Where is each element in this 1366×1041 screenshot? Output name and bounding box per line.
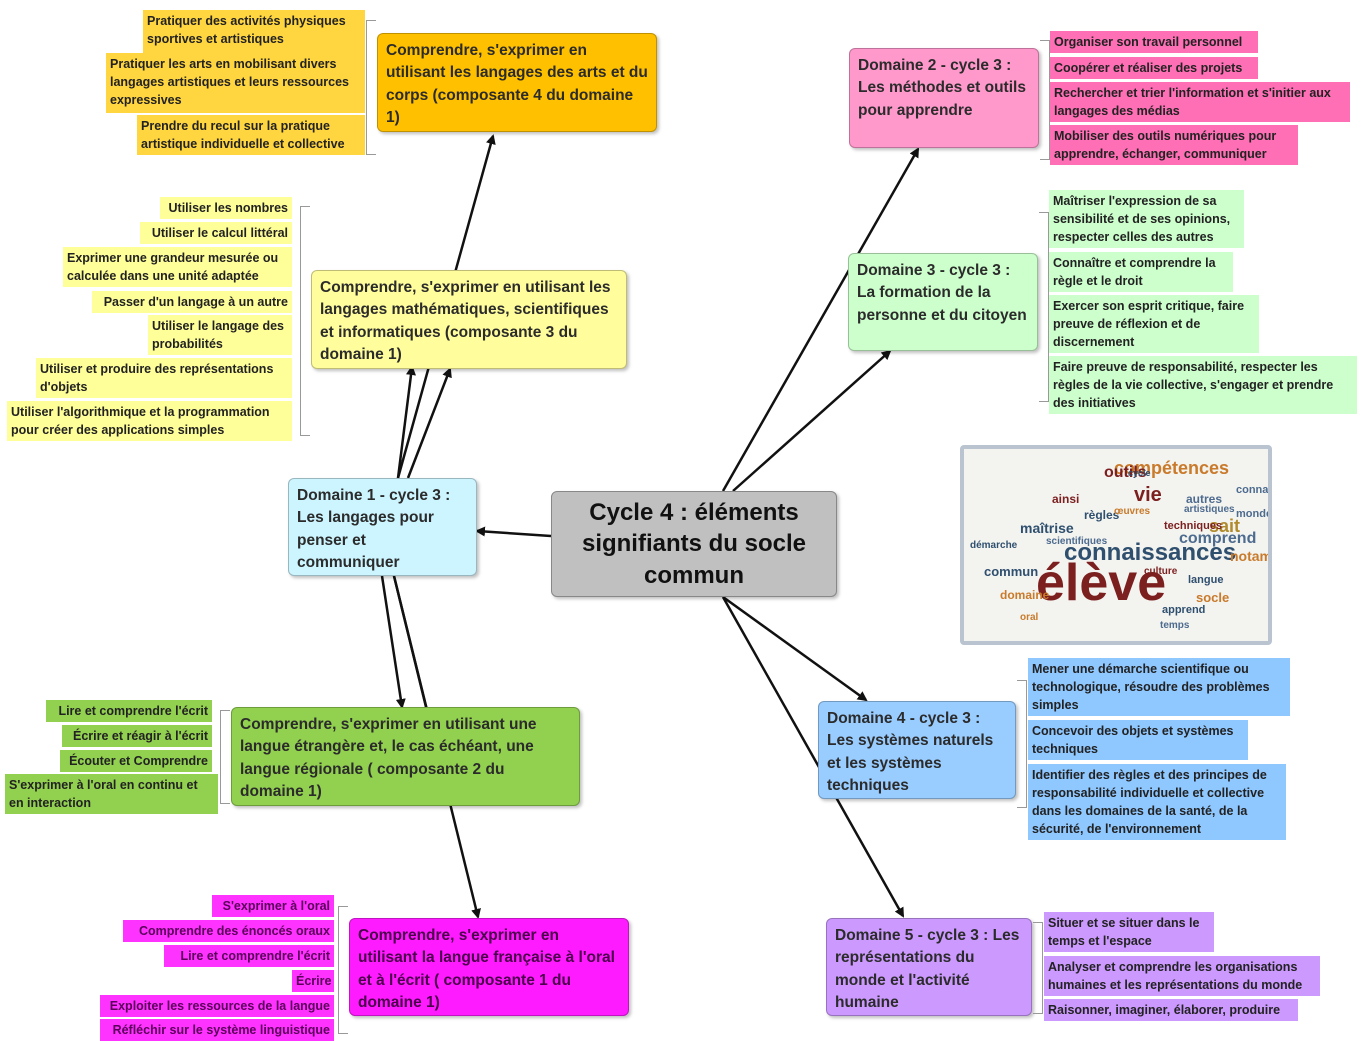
comp2-node[interactable]: Comprendre, s'exprimer en utilisant une … bbox=[231, 707, 580, 806]
comp1-item: Exploiter les ressources de la langue bbox=[100, 995, 334, 1017]
word-cloud-word: vie bbox=[1134, 484, 1162, 506]
domain4-node[interactable]: Domaine 4 - cycle 3 : Les systèmes natur… bbox=[818, 701, 1016, 799]
word-cloud-word: apprend bbox=[1162, 604, 1206, 616]
domain5-node[interactable]: Domaine 5 - cycle 3 : Les représentation… bbox=[826, 918, 1032, 1016]
word-cloud-word: oral bbox=[1020, 612, 1039, 623]
domain3-bracket bbox=[1039, 212, 1049, 402]
word-cloud-word: maîtrise bbox=[1020, 520, 1074, 536]
domain3-item: Faire preuve de responsabilité, respecte… bbox=[1049, 356, 1357, 414]
comp4-item: Pratiquer les arts en mobilisant divers … bbox=[106, 53, 365, 113]
comp4-item: Prendre du recul sur la pratique artisti… bbox=[137, 115, 365, 155]
word-cloud-word: œuvres bbox=[1114, 506, 1151, 517]
word-cloud-word: élève bbox=[1036, 554, 1167, 612]
domain5-item: Analyser et comprendre les organisations… bbox=[1044, 956, 1320, 996]
arrow-to-comp3-b bbox=[406, 367, 452, 479]
word-cloud-word: règles bbox=[1084, 508, 1120, 522]
comp1-item: Écrire bbox=[292, 970, 334, 992]
comp3-item: Utiliser l'algorithmique et la programma… bbox=[7, 401, 292, 441]
word-cloud-word: outils bbox=[1104, 464, 1147, 481]
word-cloud-word: démarche bbox=[970, 540, 1018, 551]
comp1-item: Comprendre des énoncés oraux bbox=[123, 920, 334, 942]
line-comp2-back bbox=[392, 575, 428, 708]
word-cloud-word: temps bbox=[1160, 620, 1190, 631]
comp2-bracket bbox=[220, 710, 230, 804]
comp2-item: S'exprimer à l'oral en continu et en int… bbox=[5, 774, 218, 814]
domain2-item: Mobiliser des outils numériques pour app… bbox=[1050, 125, 1298, 165]
arrow-center-to-domain1 bbox=[475, 526, 552, 538]
word-cloud-word: autres bbox=[1186, 492, 1223, 506]
arrow-to-comp2-a bbox=[380, 575, 406, 709]
word-cloud-word: sait bbox=[1209, 516, 1241, 536]
domain2-bracket bbox=[1040, 40, 1050, 160]
word-cloud-word: monde bbox=[1236, 508, 1272, 520]
arrow-to-comp3-a bbox=[396, 365, 416, 479]
domain3-item: Connaître et comprendre la règle et le d… bbox=[1049, 252, 1233, 292]
domain3-node[interactable]: Domaine 3 - cycle 3 : La formation de la… bbox=[848, 253, 1038, 351]
comp1-node[interactable]: Comprendre, s'exprimer en utilisant la l… bbox=[349, 918, 629, 1016]
comp2-item: Écouter et Comprendre bbox=[60, 750, 212, 772]
comp1-item: Lire et comprendre l'écrit bbox=[164, 945, 334, 967]
word-cloud-word: langue bbox=[1188, 574, 1224, 586]
word-cloud-word: connaît bbox=[1236, 484, 1272, 496]
domain5-item: Situer et se situer dans le temps et l'e… bbox=[1044, 912, 1214, 952]
word-cloud-word: notamment bbox=[1230, 548, 1272, 564]
comp2-item: Lire et comprendre l'écrit bbox=[46, 700, 212, 722]
word-cloud-word: compétences bbox=[1114, 458, 1230, 478]
domain2-item: Coopérer et réaliser des projets bbox=[1050, 57, 1258, 79]
word-cloud-word: techniques bbox=[1164, 520, 1223, 532]
domain4-item: Mener une démarche scientifique ou techn… bbox=[1028, 658, 1290, 716]
domain3-item: Maîtriser l'expression de sa sensibilité… bbox=[1049, 190, 1244, 248]
domain3-item: Exercer son esprit critique, faire preuv… bbox=[1049, 295, 1259, 353]
domain1-node[interactable]: Domaine 1 - cycle 3 : Les langages pour … bbox=[288, 478, 477, 576]
word-cloud-word: comprend bbox=[1179, 530, 1257, 547]
comp4-item: Pratiquer des activités physiques sporti… bbox=[143, 10, 365, 54]
word-cloud-word: socle bbox=[1196, 590, 1230, 605]
comp3-item: Passer d'un langage à un autre bbox=[92, 291, 292, 313]
comp3-item: Utiliser le langage des probabilités bbox=[148, 315, 292, 355]
domain5-bracket bbox=[1033, 922, 1043, 1014]
arrow-center-to-domain2 bbox=[721, 147, 920, 492]
word-cloud-word: scientifiques bbox=[1046, 536, 1108, 547]
comp3-node[interactable]: Comprendre, s'exprimer en utilisant les … bbox=[311, 270, 627, 369]
domain4-item: Concevoir des objets et systèmes techniq… bbox=[1028, 720, 1248, 760]
word-cloud-word: domaine bbox=[1000, 588, 1050, 602]
center-node[interactable]: Cycle 4 : éléments signifiants du socle … bbox=[551, 491, 837, 597]
word-cloud-word: cycle bbox=[1128, 468, 1151, 478]
domain5-item: Raisonner, imaginer, élaborer, produire bbox=[1044, 999, 1298, 1021]
comp3-item: Utiliser et produire des représentations… bbox=[36, 358, 292, 398]
domain2-item: Organiser son travail personnel bbox=[1050, 31, 1258, 53]
comp3-bracket bbox=[300, 206, 310, 436]
comp3-item: Exprimer une grandeur mesurée ou calculé… bbox=[63, 247, 292, 287]
arrow-center-to-domain4 bbox=[722, 595, 868, 702]
word-cloud-word: artistiques bbox=[1184, 504, 1235, 515]
domain2-item: Rechercher et trier l'information et s'i… bbox=[1050, 82, 1350, 122]
domain4-bracket bbox=[1017, 680, 1027, 808]
comp2-item: Écrire et réagir à l'écrit bbox=[62, 725, 212, 747]
word-cloud-word: culture bbox=[1144, 566, 1178, 577]
word-cloud-image: élève connaissances compétences comprend… bbox=[960, 445, 1272, 645]
arrow-center-to-domain5 bbox=[721, 596, 905, 918]
comp1-item: S'exprimer à l'oral bbox=[212, 895, 334, 917]
domain2-node[interactable]: Domaine 2 - cycle 3 : Les méthodes et ou… bbox=[849, 48, 1039, 148]
comp3-item: Utiliser les nombres bbox=[160, 197, 292, 219]
word-cloud-word: ainsi bbox=[1052, 492, 1080, 506]
arrow-center-to-domain3 bbox=[732, 349, 892, 492]
word-cloud-word: commun bbox=[984, 564, 1039, 579]
comp4-bracket bbox=[366, 20, 376, 155]
comp1-item: Réfléchir sur le système linguistique bbox=[100, 1019, 334, 1041]
domain4-item: Identifier des règles et des principes d… bbox=[1028, 764, 1286, 840]
word-cloud-word: connaissances bbox=[1064, 539, 1237, 566]
comp1-bracket bbox=[338, 906, 348, 1034]
comp3-item: Utiliser le calcul littéral bbox=[140, 222, 292, 244]
comp4-node[interactable]: Comprendre, s'exprimer en utilisant les … bbox=[377, 33, 657, 132]
